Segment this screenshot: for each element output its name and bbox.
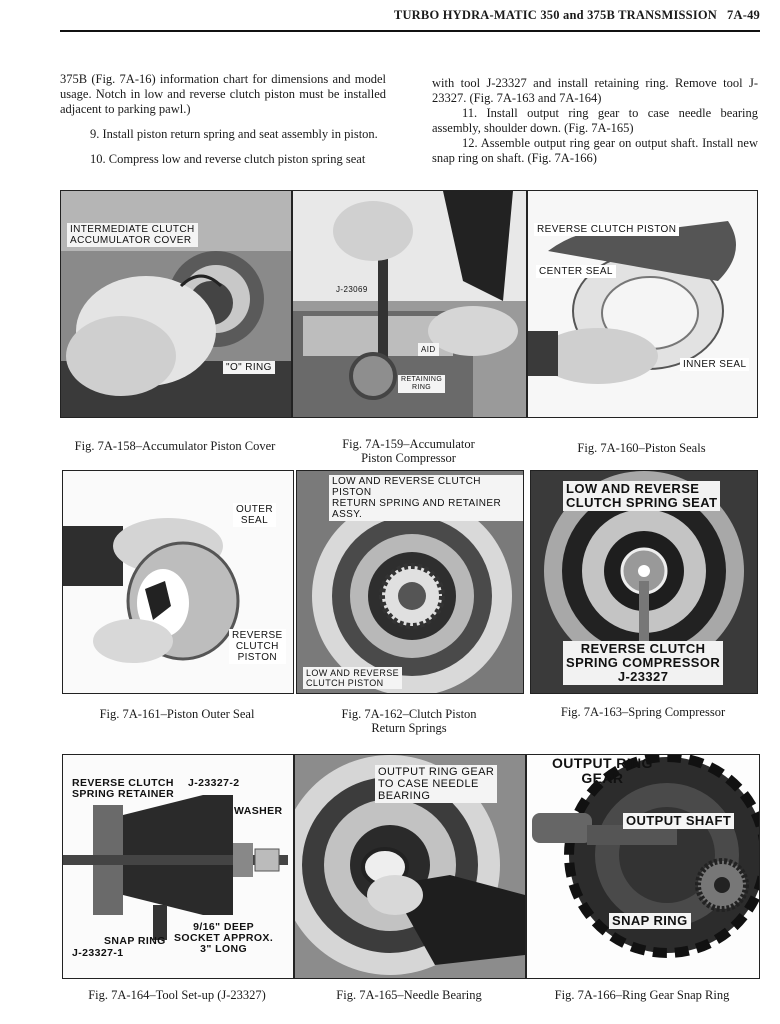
label-snap-ring: SNAP RING (104, 935, 166, 947)
label-low-reverse-clutch-piston: LOW AND REVERSE CLUTCH PISTON (303, 667, 403, 689)
text-column-left: 375B (Fig. 7A-16) information chart for … (60, 72, 386, 167)
running-header: TURBO HYDRA-MATIC 350 and 375B TRANSMISS… (60, 8, 760, 32)
figure-7a-160-photo: REVERSE CLUTCH PISTON CENTER SEAL INNER … (527, 190, 758, 418)
label-spring-seat: LOW AND REVERSE CLUTCH SPRING SEAT (563, 481, 721, 511)
caption-7a-159: Fig. 7A-159–Accumulator Piston Compresso… (342, 437, 475, 465)
paragraph-step-10: 10. Compress low and reverse clutch pist… (90, 152, 366, 166)
label-deep-socket: 9/16" DEEP SOCKET APPROX. 3" LONG (174, 921, 274, 955)
paragraph-step-9: 9. Install piston return spring and seat… (90, 127, 378, 141)
caption-7a-162: Fig. 7A-162–Clutch Piston Return Springs (341, 707, 477, 735)
caption-7a-158: Fig. 7A-158–Accumulator Piston Cover (74, 439, 276, 453)
figure-7a-159-photo: J-23069 AID RETAINING RING (292, 190, 527, 418)
label-needle-bearing: OUTPUT RING GEAR TO CASE NEEDLE BEARING (375, 765, 498, 803)
label-retaining-ring: RETAINING RING (398, 375, 446, 393)
figure-7a-164-photo: REVERSE CLUTCH SPRING RETAINER J-23327-2… (62, 754, 294, 979)
label-center-seal: CENTER SEAL (536, 265, 616, 278)
caption-7a-165: Fig. 7A-165–Needle Bearing (336, 988, 482, 1002)
label-snap-ring: SNAP RING (609, 913, 691, 929)
paragraph: 375B (Fig. 7A-16) information chart for … (60, 72, 386, 116)
label-tool-j-23069: J-23069 (336, 285, 368, 294)
label-output-shaft: OUTPUT SHAFT (623, 813, 735, 829)
label-spring-compressor: REVERSE CLUTCH SPRING COMPRESSOR J-23327 (563, 641, 724, 685)
figure-7a-165-photo: OUTPUT RING GEAR TO CASE NEEDLE BEARING (294, 754, 526, 979)
caption-7a-166: Fig. 7A-166–Ring Gear Snap Ring (554, 988, 730, 1002)
figure-7a-166-photo: OUTPUT RING GEAR OUTPUT SHAFT SNAP RING (526, 754, 760, 979)
page-number: 7A-49 (727, 8, 760, 22)
figure-7a-158-photo: INTERMEDIATE CLUTCH ACCUMULATOR COVER "O… (60, 190, 292, 418)
label-output-ring-gear: OUTPUT RING GEAR (552, 755, 653, 786)
label-spring-retainer: REVERSE CLUTCH SPRING RETAINER (72, 777, 175, 800)
label-intermediate-clutch-cover: INTERMEDIATE CLUTCH ACCUMULATOR COVER (67, 223, 198, 247)
caption-7a-163: Fig. 7A-163–Spring Compressor (560, 705, 726, 719)
figure-7a-161-photo: OUTER SEAL REVERSE CLUTCH PISTON (62, 470, 294, 694)
label-reverse-clutch-piston: REVERSE CLUTCH PISTON (229, 629, 286, 664)
label-washer: WASHER (234, 805, 283, 817)
figure-7a-163-photo: LOW AND REVERSE CLUTCH SPRING SEAT REVER… (530, 470, 758, 694)
paragraph: with tool J-23327 and install retaining … (432, 76, 758, 105)
label-j-23327-2: J-23327-2 (188, 777, 240, 789)
label-j-23327-1: J-23327-1 (72, 947, 124, 959)
text-column-right: with tool J-23327 and install retaining … (432, 76, 758, 166)
label-aid: AID (418, 343, 439, 356)
paragraph-step-11: 11. Install output ring gear to case nee… (432, 106, 758, 135)
label-o-ring: "O" RING (223, 361, 275, 374)
paragraph-step-12: 12. Assemble output ring gear on output … (432, 136, 758, 165)
label-reverse-clutch-piston: REVERSE CLUTCH PISTON (534, 223, 680, 236)
label-inner-seal: INNER SEAL (680, 358, 750, 371)
caption-7a-160: Fig. 7A-160–Piston Seals (577, 441, 706, 455)
figure-7a-162-photo: LOW AND REVERSE CLUTCH PISTON RETURN SPR… (296, 470, 524, 694)
label-return-spring-assy: LOW AND REVERSE CLUTCH PISTON RETURN SPR… (329, 475, 523, 521)
caption-7a-164: Fig. 7A-164–Tool Set-up (J-23327) (88, 988, 266, 1002)
label-outer-seal: OUTER SEAL (233, 503, 276, 527)
caption-7a-161: Fig. 7A-161–Piston Outer Seal (99, 707, 255, 721)
header-title: TURBO HYDRA-MATIC 350 and 375B TRANSMISS… (393, 8, 718, 22)
